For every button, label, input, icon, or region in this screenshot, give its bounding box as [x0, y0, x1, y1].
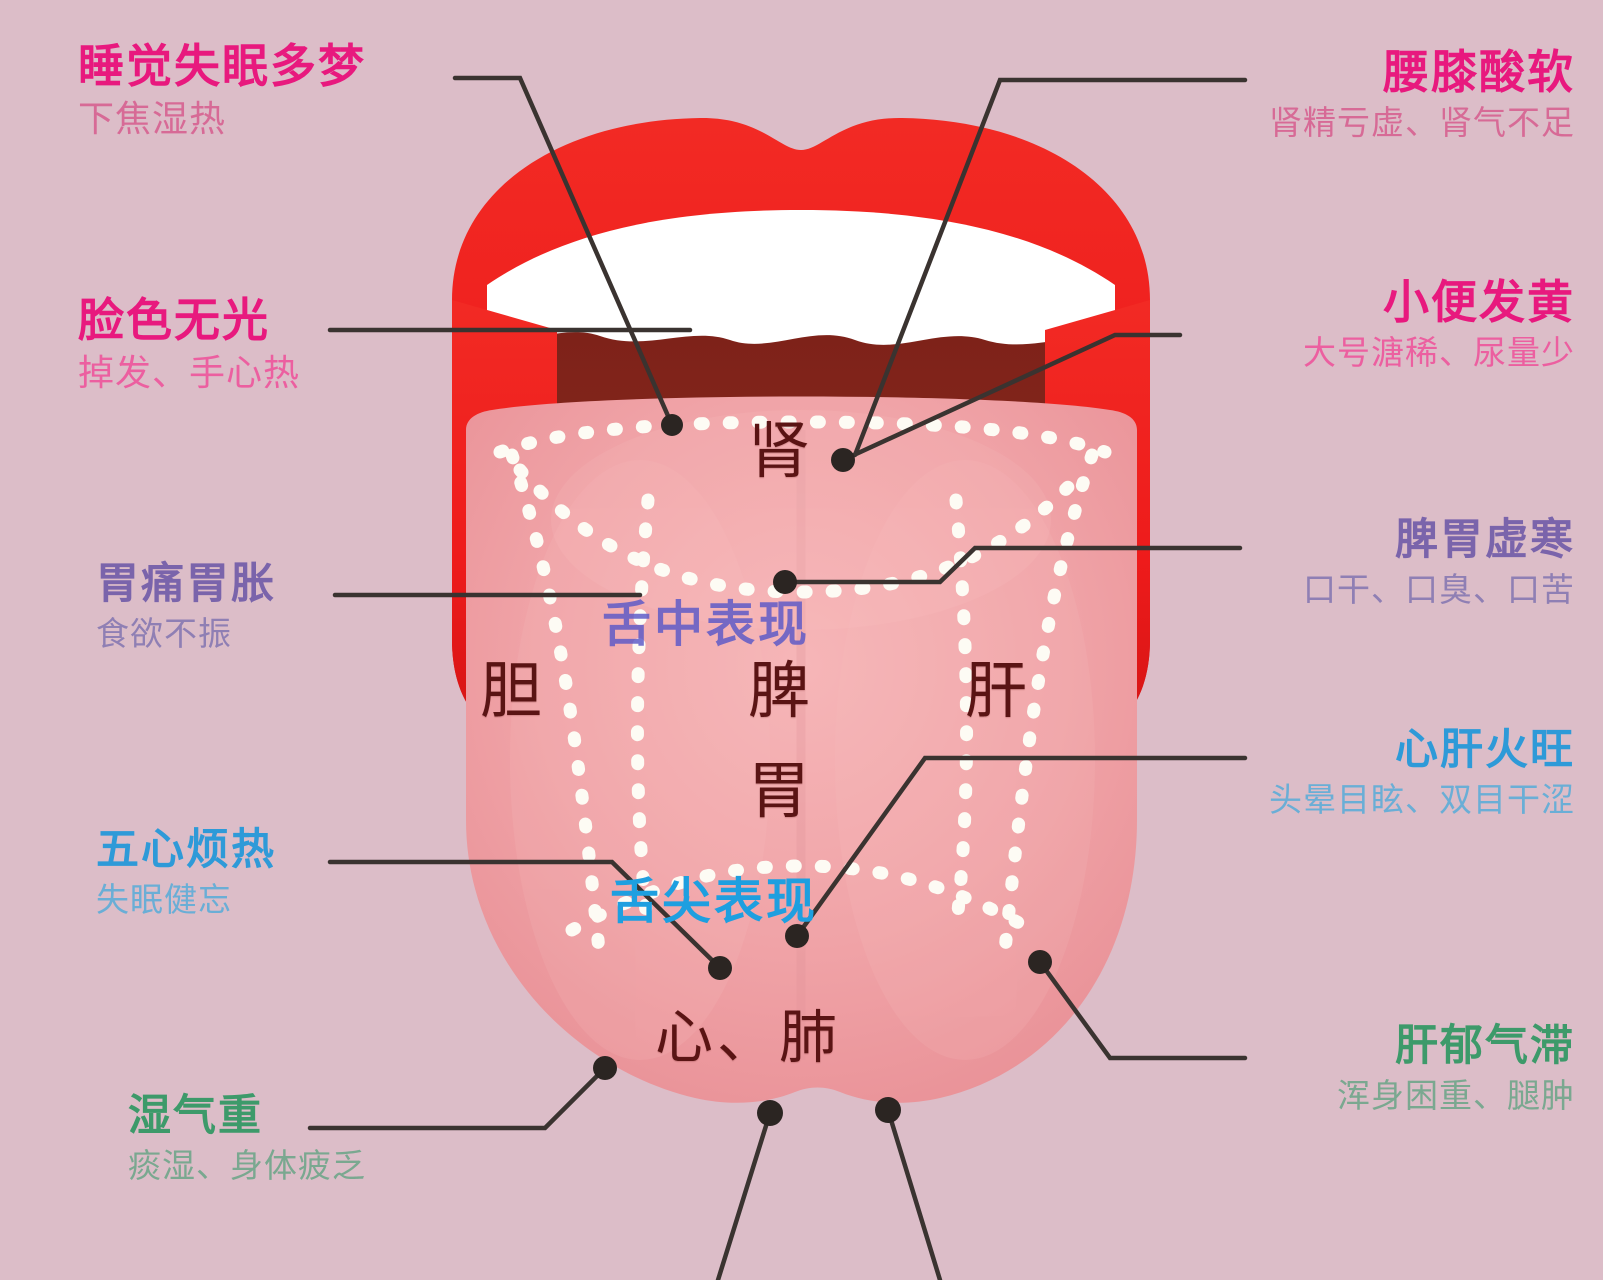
- callout-spleen-stomach-cold[interactable]: 脾胃虚寒 口干、口臭、口苦: [1303, 516, 1575, 609]
- callout-heart-liver-fire[interactable]: 心肝火旺 头晕目眩、双目干涩: [1269, 726, 1575, 819]
- callout-subtitle: 口干、口臭、口苦: [1303, 571, 1575, 609]
- tongue-body: [466, 396, 1137, 1103]
- tongue-zone-spleen: 脾: [748, 657, 815, 726]
- tongue-zone-liver: 肝: [965, 657, 1032, 726]
- callout-yellow-urine[interactable]: 小便发黄 大号溏稀、尿量少: [1303, 278, 1575, 371]
- callout-title: 腰膝酸软: [1383, 46, 1575, 98]
- callout-subtitle: 大号溏稀、尿量少: [1303, 334, 1575, 372]
- tongue-zone-kidney: 肾: [748, 417, 815, 486]
- callout-subtitle: 掉发、手心热: [78, 352, 301, 394]
- tongue-zone-heart-lung: 心、肺: [655, 1005, 842, 1070]
- callout-stomach-pain-bloating[interactable]: 胃痛胃胀 食欲不振: [96, 560, 276, 653]
- callout-subtitle: 失眠健忘: [96, 881, 232, 919]
- callout-title: 肝郁气滞: [1395, 1022, 1575, 1070]
- callout-title: 小便发黄: [1383, 276, 1575, 328]
- callout-subtitle: 头晕目眩、双目干涩: [1269, 781, 1575, 819]
- tongue-zone-stomach: 胃: [748, 757, 815, 826]
- callout-title: 心肝火旺: [1395, 726, 1575, 774]
- callout-title: 睡觉失眠多梦: [78, 40, 366, 92]
- watermark-middle-tongue: 舌中表现: [602, 598, 811, 652]
- callout-liver-qi-stagnation[interactable]: 肝郁气滞 浑身困重、腿肿: [1337, 1022, 1575, 1115]
- callout-title: 脸色无光: [78, 294, 270, 346]
- callout-subtitle: 痰湿、身体疲乏: [128, 1147, 366, 1185]
- callout-subtitle: 浑身困重、腿肿: [1337, 1077, 1575, 1115]
- callout-title: 胃痛胃胀: [96, 560, 276, 608]
- callout-sore-waist-knees[interactable]: 腰膝酸软 肾精亏虚、肾气不足: [1269, 48, 1575, 141]
- callout-subtitle: 食欲不振: [96, 615, 232, 653]
- callout-heavy-dampness[interactable]: 湿气重 痰湿、身体疲乏: [128, 1092, 366, 1185]
- callout-insomnia-dreams[interactable]: 睡觉失眠多梦 下焦湿热: [78, 42, 366, 138]
- leader-dots: [593, 414, 1052, 1126]
- watermark-tongue-tip: 舌尖表现: [610, 875, 819, 929]
- callout-title: 脾胃虚寒: [1395, 516, 1575, 564]
- callout-subtitle: 肾精亏虚、肾气不足: [1269, 104, 1575, 142]
- tongue-zone-dividers: [493, 415, 1112, 967]
- callout-title: 湿气重: [128, 1092, 263, 1140]
- callout-five-center-heat[interactable]: 五心烦热 失眠健忘: [96, 826, 276, 919]
- callout-subtitle: 下焦湿热: [78, 98, 227, 140]
- leader-lines: [307, 75, 1248, 1280]
- callout-dull-complexion[interactable]: 脸色无光 掉发、手心热: [78, 296, 300, 392]
- tongue-zone-gallbladder: 胆: [480, 657, 547, 726]
- callout-title: 五心烦热: [96, 826, 276, 874]
